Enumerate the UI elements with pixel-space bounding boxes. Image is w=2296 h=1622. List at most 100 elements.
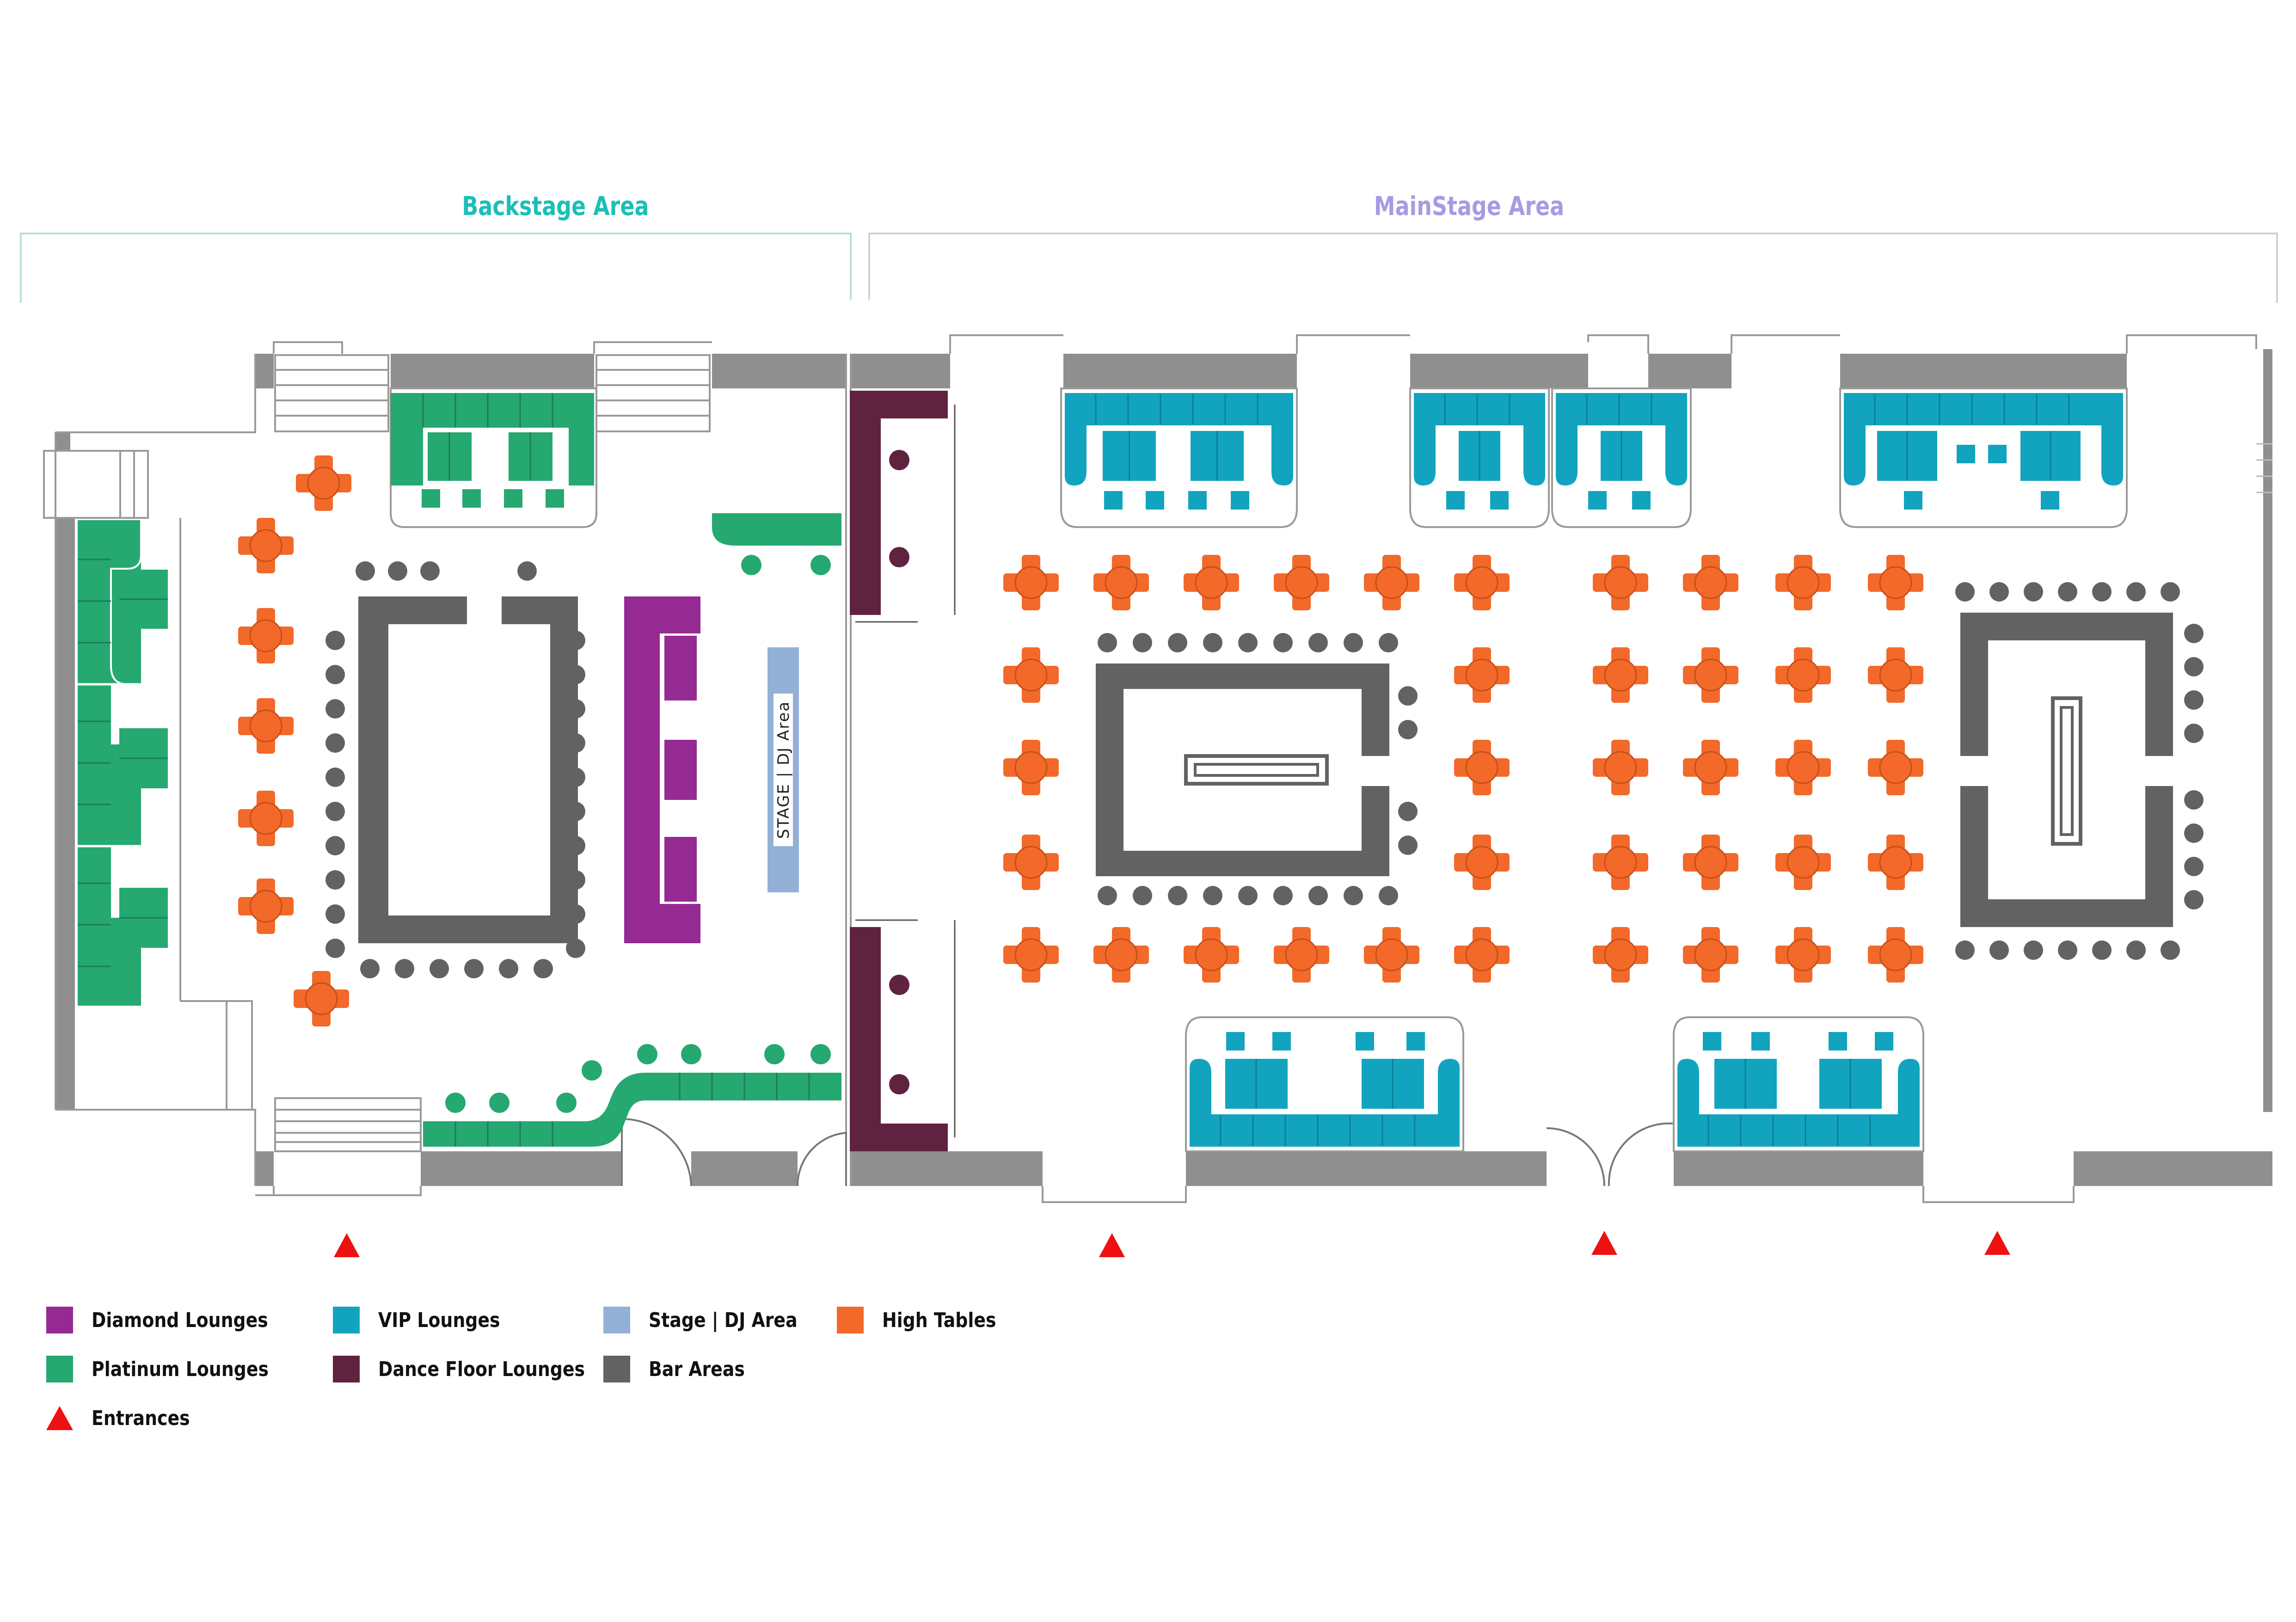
legend-label: Platinum Lounges [92, 1357, 269, 1381]
vip-stool [1446, 491, 1465, 510]
high-table-top [1375, 566, 1408, 599]
bar-stool [325, 699, 345, 719]
high-table-top [1604, 938, 1637, 971]
high-table-top [1879, 846, 1912, 879]
high-table [1775, 647, 1831, 703]
backstage-area-bracket [20, 233, 852, 303]
bar-stool [464, 959, 484, 978]
high-table [1868, 647, 1923, 703]
high-table [1683, 555, 1738, 610]
legend-label: Bar Areas [649, 1357, 745, 1381]
bar-stool [1133, 633, 1152, 652]
high-table [1003, 740, 1059, 795]
bar-stool [1398, 836, 1418, 855]
high-tables-swatch [837, 1307, 864, 1333]
high-table-top [1786, 658, 1820, 692]
high-table-top [249, 709, 282, 743]
high-table-top [1786, 751, 1820, 784]
vip-lounge [1551, 387, 1692, 528]
diamond-lounges-swatch [46, 1307, 73, 1333]
bar-stool [360, 959, 380, 978]
high-table [1093, 555, 1149, 610]
high-table-top [1786, 846, 1820, 879]
high-table [1775, 555, 1831, 610]
building-walls [55, 349, 2272, 1186]
vip-lounge [1839, 387, 2128, 528]
high-table-top [1105, 938, 1138, 971]
legend-label: Dance Floor Lounges [378, 1357, 585, 1381]
bar-stool [566, 631, 585, 650]
bar-stool [2092, 582, 2112, 602]
high-table-top [1014, 566, 1048, 599]
high-table [1868, 555, 1923, 610]
platinum-lounge-left [78, 520, 168, 1006]
high-table-top [249, 619, 282, 652]
bar-stool [1203, 633, 1222, 652]
high-table [296, 455, 351, 511]
high-table [1593, 647, 1648, 703]
high-table-top [307, 467, 340, 500]
high-table-top [1604, 751, 1637, 784]
bar-stool [566, 939, 585, 958]
high-table-top [249, 529, 282, 562]
high-table-top [1285, 566, 1318, 599]
bar-stool [1168, 886, 1187, 905]
high-table [1775, 927, 1831, 983]
bar-stool [566, 665, 585, 684]
bar-stool [1133, 886, 1152, 905]
bar-stool [325, 665, 345, 684]
high-table-top [1465, 938, 1498, 971]
backstage-bar [358, 596, 578, 943]
high-table [238, 698, 294, 754]
bar-stool [325, 836, 345, 855]
dance-table [889, 450, 909, 470]
bar-stool [1344, 886, 1363, 905]
high-table-top [1465, 751, 1498, 784]
vip-stool [1231, 491, 1249, 510]
bar-stool [1989, 582, 2009, 602]
bar-stool [2184, 690, 2204, 710]
bar-stool [2184, 790, 2204, 810]
high-table [1003, 927, 1059, 983]
legend-label: Stage | DJ Area [649, 1308, 798, 1332]
stage-dj-area-swatch [603, 1307, 630, 1333]
bar-stool [517, 561, 537, 581]
entrance-marker-icon [1591, 1231, 1617, 1255]
dance-table [889, 1074, 909, 1094]
bar-stool [325, 870, 345, 890]
bar-stool [2058, 940, 2077, 960]
high-table-top [1879, 938, 1912, 971]
high-table-top [1604, 846, 1637, 879]
high-table [1454, 927, 1510, 983]
high-table [1454, 555, 1510, 610]
bar-stool [356, 561, 375, 581]
bar-stool [499, 959, 518, 978]
legend-item-entrances: Entrances [46, 1402, 206, 1434]
staircase-bottom-left [274, 1097, 422, 1152]
vip-booth [1414, 393, 1545, 485]
high-table-top [1465, 566, 1498, 599]
bar-stool [1203, 886, 1222, 905]
high-table-top [1105, 566, 1138, 599]
high-table-top [1694, 938, 1727, 971]
bar-stool [2184, 657, 2204, 676]
floor-plan-furniture [238, 387, 2204, 1257]
bar-stool [388, 561, 407, 581]
high-table [1093, 927, 1149, 983]
bar-stool [2184, 857, 2204, 876]
vip-booth [1190, 1059, 1460, 1147]
mainstage-bar-left [1096, 664, 1389, 876]
bar-stool [395, 959, 414, 978]
bar-stool [1168, 633, 1187, 652]
backstage-area-title: Backstage Area [462, 191, 649, 222]
diamond-seat [664, 636, 697, 700]
legend: Diamond Lounges Platinum Lounges Entranc… [46, 1304, 1063, 1452]
vip-stool [1104, 491, 1123, 510]
bar-stool [2092, 940, 2112, 960]
high-table [294, 971, 349, 1026]
right-windows [2256, 443, 2272, 493]
bar-stool [325, 939, 345, 958]
bar-stool [430, 959, 449, 978]
vip-stool [1226, 1032, 1245, 1051]
